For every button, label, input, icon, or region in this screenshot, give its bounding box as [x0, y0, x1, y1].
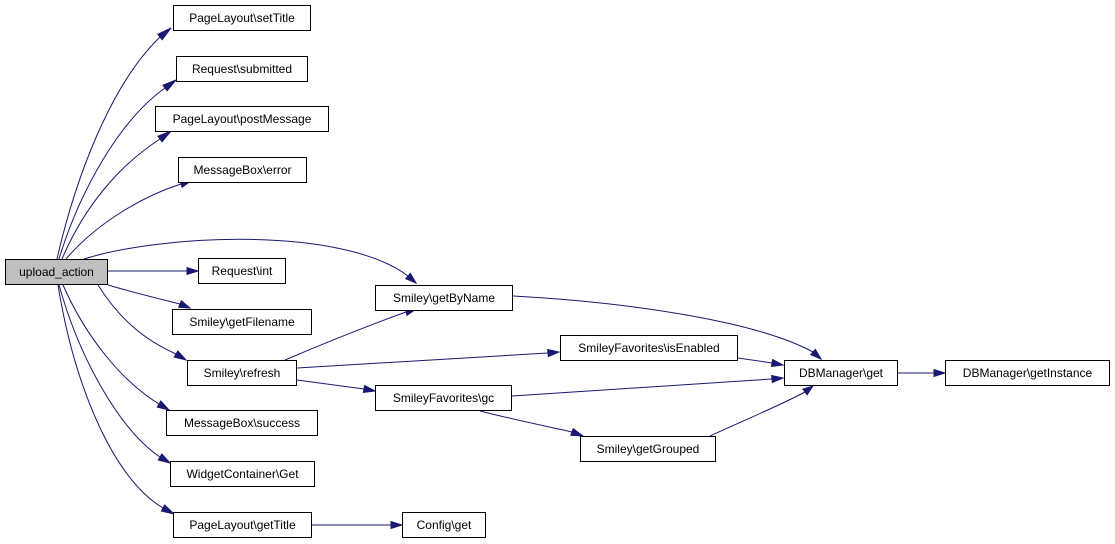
arrowhead	[156, 27, 172, 41]
node-dbmanager-get[interactable]: DBManager\get	[784, 360, 898, 386]
arrowhead	[547, 348, 561, 358]
edge-upload_action-to-getTitle	[57, 284, 176, 515]
edge-getGrouped-to-dbGet	[709, 385, 815, 437]
edge-getTitle-to-configGet	[312, 520, 404, 530]
arrowhead	[157, 453, 172, 464]
node-smiley-refresh[interactable]: Smiley\refresh	[187, 360, 297, 386]
node-pagelayout-settitle[interactable]: PageLayout\setTitle	[173, 5, 311, 31]
node-request-int[interactable]: Request\int	[198, 258, 286, 284]
arrowhead	[162, 79, 177, 92]
arrowhead	[160, 504, 176, 515]
edge-favGc-to-getGrouped	[479, 410, 585, 437]
node-upload-action: upload_action	[5, 259, 108, 285]
edge-upload_action-to-wcGet	[58, 284, 172, 464]
node-smileyfavorites-isenabled[interactable]: SmileyFavorites\isEnabled	[560, 335, 738, 361]
arrowhead	[177, 299, 192, 309]
edge-upload_action-to-getByName	[83, 238, 418, 285]
edge-refresh-to-isEnabled	[296, 348, 561, 369]
arrowhead	[570, 427, 585, 437]
edge-upload_action-to-getFilename	[107, 284, 192, 309]
edge-dbGet-to-getInstance	[898, 368, 947, 378]
arrowhead	[771, 374, 785, 384]
arrowhead	[933, 368, 947, 378]
node-widgetcontainer-get[interactable]: WidgetContainer\Get	[170, 461, 315, 487]
node-smiley-getfilename[interactable]: Smiley\getFilename	[172, 309, 312, 335]
edge-upload_action-to-submitted	[58, 79, 177, 260]
edge-upload_action-to-mbSuccess	[62, 284, 171, 411]
edge-favGc-to-dbGet	[511, 374, 785, 397]
edge-isEnabled-to-dbGet	[737, 357, 785, 368]
edge-upload_action-to-reqInt	[108, 266, 200, 276]
arrowhead	[802, 385, 815, 396]
node-dbmanager-getinstance[interactable]: DBManager\getInstance	[945, 360, 1110, 386]
node-request-submitted[interactable]: Request\submitted	[176, 56, 308, 82]
edge-upload_action-to-postMessage	[61, 130, 172, 260]
arrowhead	[156, 400, 171, 411]
node-smiley-getgrouped[interactable]: Smiley\getGrouped	[580, 436, 716, 462]
node-config-get[interactable]: Config\get	[402, 512, 486, 538]
node-messagebox-error[interactable]: MessageBox\error	[178, 157, 307, 183]
node-pagelayout-postmessage[interactable]: PageLayout\postMessage	[155, 106, 329, 132]
node-smileyfavorites-gc[interactable]: SmileyFavorites\gc	[375, 385, 512, 411]
arrowhead	[157, 130, 172, 143]
arrowhead	[362, 384, 377, 394]
node-smiley-getbyname[interactable]: Smiley\getByName	[375, 285, 513, 311]
edge-upload_action-to-refresh	[97, 284, 188, 361]
arrowhead	[186, 266, 200, 276]
arrowhead	[809, 348, 823, 361]
arrowhead	[390, 520, 404, 530]
edge-getByName-to-dbGet	[512, 295, 823, 361]
node-pagelayout-gettitle[interactable]: PageLayout\getTitle	[173, 512, 312, 538]
arrowhead	[404, 272, 418, 285]
node-messagebox-success[interactable]: MessageBox\success	[166, 410, 318, 436]
edge-upload_action-to-setTitle	[56, 27, 172, 260]
arrowhead	[173, 350, 188, 361]
edge-refresh-to-favGc	[296, 379, 377, 394]
arrowhead	[770, 358, 785, 368]
